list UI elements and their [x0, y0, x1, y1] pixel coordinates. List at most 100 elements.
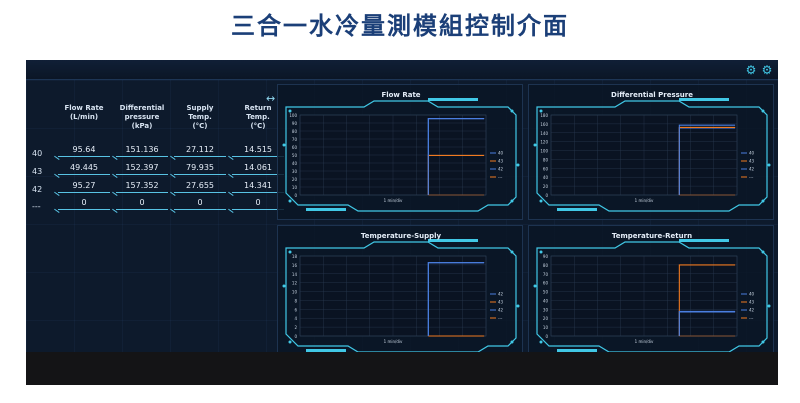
toolbar: ⚙ ⚙ — [26, 60, 778, 80]
legend-label: 43 — [749, 300, 755, 305]
y-tick-label: 100 — [540, 149, 548, 154]
legend-label: --- — [498, 316, 503, 321]
row-label: 42 — [32, 185, 43, 194]
frame-dot — [767, 304, 771, 308]
return-temp-value: 14.515 — [232, 145, 284, 157]
y-tick-label: 90 — [292, 121, 298, 126]
legend-label: 42 — [498, 167, 504, 172]
y-tick-label: 80 — [292, 129, 298, 134]
frame-dot — [288, 340, 292, 344]
frame-dot — [533, 143, 537, 147]
x-axis-label: 1 min/div — [384, 198, 403, 203]
expand-icon[interactable]: ↔ — [266, 92, 276, 105]
row-label: 40 — [32, 149, 43, 158]
frame-dot — [539, 250, 543, 254]
legend-label: 42 — [498, 292, 504, 297]
frame-dot — [539, 199, 543, 203]
y-tick-label: 160 — [540, 122, 548, 127]
y-tick-label: 0 — [294, 193, 297, 198]
y-tick-label: 20 — [543, 316, 549, 321]
series-line — [427, 262, 485, 336]
frame-dot — [533, 284, 537, 288]
legend-label: --- — [498, 175, 503, 180]
frame-accent — [428, 98, 478, 101]
y-tick-label: 20 — [292, 177, 298, 182]
y-tick-label: 120 — [540, 140, 548, 145]
frame-dot — [516, 304, 520, 308]
y-tick-label: 140 — [540, 131, 548, 136]
y-tick-label: 30 — [292, 169, 298, 174]
y-tick-label: 2 — [294, 325, 297, 330]
chart-title: Flow Rate — [381, 91, 420, 99]
frame-dot — [539, 340, 543, 344]
y-tick-label: 8 — [294, 298, 297, 303]
y-tick-label: 80 — [543, 263, 549, 268]
y-tick-label: 20 — [543, 184, 549, 189]
col-header-flow-rate: Flow Rate (L/min) — [64, 104, 104, 121]
legend-label: 42 — [749, 167, 755, 172]
differential-pressure-value: 152.397 — [116, 163, 168, 175]
differential-pressure-value: 151.136 — [116, 145, 168, 157]
y-tick-label: 16 — [292, 263, 298, 268]
y-tick-label: 90 — [543, 254, 549, 259]
y-tick-label: 180 — [540, 113, 548, 118]
frame-accent — [306, 208, 346, 211]
flow-rate-value: 49.445 — [58, 163, 110, 175]
frame-dot — [761, 340, 765, 344]
series-line — [678, 310, 736, 336]
differential-pressure-value: 157.352 — [116, 181, 168, 193]
flow-rate-value: 0 — [58, 198, 110, 210]
main-content: ↔ Flow Rate (L/min) Differential pressur… — [26, 80, 778, 361]
frame-dot — [510, 199, 514, 203]
chart-title: Differential Pressure — [611, 91, 693, 99]
y-tick-label: 70 — [543, 272, 549, 277]
frame-dot — [510, 109, 514, 113]
gear-icon[interactable]: ⚙ — [761, 63, 773, 77]
supply-temp-value: 27.112 — [174, 145, 226, 157]
y-tick-label: 4 — [294, 316, 297, 321]
supply-temp-value: 0 — [174, 198, 226, 210]
flow-rate-value: 95.27 — [58, 181, 110, 193]
legend-label: 42 — [498, 308, 504, 313]
series-line — [427, 118, 485, 195]
frame-dot — [510, 340, 514, 344]
legend-label: 42 — [749, 308, 755, 313]
legend-label: 43 — [498, 300, 504, 305]
return-temp-value: 14.061 — [232, 163, 284, 175]
footer-bar — [26, 352, 778, 385]
y-tick-label: 0 — [545, 334, 548, 339]
y-tick-label: 40 — [292, 161, 298, 166]
frame-dot — [516, 163, 520, 167]
legend-label: --- — [749, 175, 754, 180]
supply-temp-value: 27.655 — [174, 181, 226, 193]
y-tick-label: 6 — [294, 307, 297, 312]
legend-label: 40 — [749, 292, 755, 297]
y-tick-label: 18 — [292, 254, 298, 259]
frame-dot — [282, 143, 286, 147]
x-axis-label: 1 min/div — [635, 198, 654, 203]
row-label: --- — [32, 202, 41, 211]
frame-dot — [282, 284, 286, 288]
y-tick-label: 100 — [289, 113, 297, 118]
legend-label: 40 — [498, 151, 504, 156]
y-tick-label: 0 — [545, 193, 548, 198]
frame-dot — [767, 163, 771, 167]
frame-accent — [679, 98, 729, 101]
y-tick-label: 10 — [292, 185, 298, 190]
frame-dot — [761, 250, 765, 254]
y-tick-label: 80 — [543, 157, 549, 162]
frame-dot — [288, 109, 292, 113]
frame-dot — [761, 109, 765, 113]
return-temp-value: 0 — [232, 198, 284, 210]
col-header-differential-pressure: Differential pressure (kPa) — [119, 104, 165, 130]
col-header-return-temp: Return Temp. (°C) — [244, 104, 272, 130]
flow-rate-value: 95.64 — [58, 145, 110, 157]
thermometer-icon[interactable]: ⚙ — [745, 63, 757, 77]
y-tick-label: 50 — [292, 153, 298, 158]
series-line — [678, 124, 736, 195]
y-tick-label: 10 — [292, 290, 298, 295]
y-tick-label: 50 — [543, 290, 549, 295]
chart-title: Temperature-Supply — [361, 232, 442, 240]
